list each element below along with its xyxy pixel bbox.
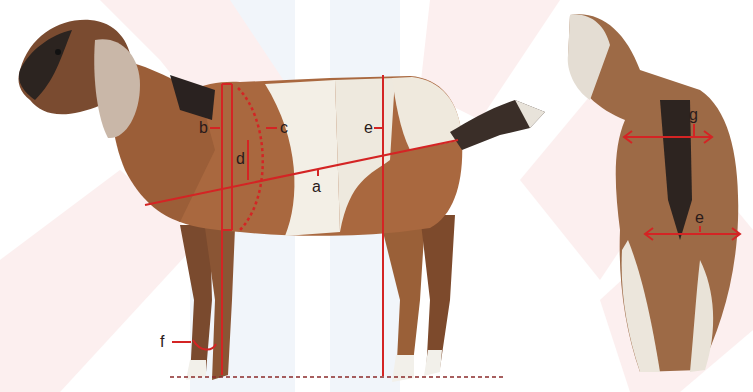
measurement-letter: g	[689, 106, 698, 124]
measurement-letter: c	[280, 119, 288, 137]
measurement-letter: b	[199, 119, 208, 137]
measurement-letter: f	[160, 333, 164, 351]
measurement-letter: d	[236, 150, 245, 168]
measurement-letter: e	[695, 209, 704, 227]
measurement-letter: a	[312, 178, 321, 196]
measurement-letter: e	[364, 119, 373, 137]
